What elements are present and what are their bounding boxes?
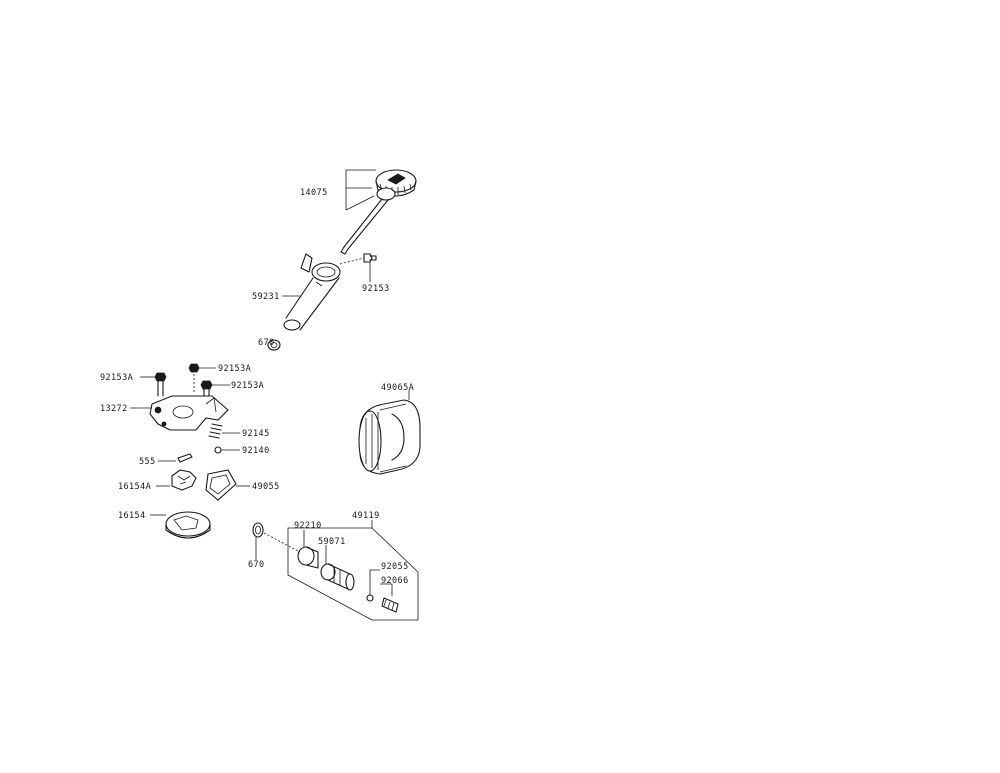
ball-92055 bbox=[366, 569, 380, 602]
gasket-49055 bbox=[205, 469, 250, 501]
valve-assembly-outline bbox=[287, 520, 419, 621]
dipstick-part bbox=[340, 169, 417, 255]
label-16154: 16154 bbox=[118, 511, 146, 521]
plug-92210 bbox=[297, 530, 319, 569]
label-59231: 59231 bbox=[252, 292, 280, 302]
oil-filter-part bbox=[358, 390, 421, 475]
valve-59071 bbox=[320, 545, 355, 591]
label-92153A-top: 92153A bbox=[218, 364, 251, 374]
label-92153: 92153 bbox=[362, 284, 390, 294]
label-92145: 92145 bbox=[242, 429, 270, 439]
oil-filler-tube-part bbox=[283, 253, 341, 331]
bolt-92153A-top bbox=[188, 363, 216, 392]
outer-rotor-part bbox=[150, 511, 211, 539]
leader-14075 bbox=[345, 169, 376, 211]
label-92140: 92140 bbox=[242, 446, 270, 456]
inner-rotor-part bbox=[156, 469, 197, 491]
pump-plate-part bbox=[149, 395, 229, 431]
label-92153A-right: 92153A bbox=[231, 381, 264, 391]
label-49065A: 49065A bbox=[381, 383, 414, 393]
label-92066: 92066 bbox=[381, 576, 409, 586]
spring-92066 bbox=[380, 583, 399, 613]
bolt-92153 bbox=[339, 253, 377, 282]
label-16154A: 16154A bbox=[118, 482, 151, 492]
label-59071: 59071 bbox=[318, 537, 346, 547]
o-ring-lower bbox=[252, 522, 301, 560]
label-670-upper: 670 bbox=[258, 338, 275, 348]
label-92210: 92210 bbox=[294, 521, 322, 531]
label-670-lower: 670 bbox=[248, 560, 265, 570]
o-ring-upper bbox=[267, 339, 281, 351]
label-49119: 49119 bbox=[352, 511, 380, 521]
spring-92145 bbox=[208, 423, 240, 439]
label-555: 555 bbox=[139, 457, 156, 467]
label-92055: 92055 bbox=[381, 562, 409, 572]
label-14075: 14075 bbox=[300, 188, 328, 198]
label-92153A-left: 92153A bbox=[100, 373, 133, 383]
label-49055: 49055 bbox=[252, 482, 280, 492]
label-13272: 13272 bbox=[100, 404, 128, 414]
bolt-92153A-left bbox=[140, 372, 167, 397]
pin-555 bbox=[158, 453, 193, 463]
ball-92140 bbox=[214, 446, 240, 454]
